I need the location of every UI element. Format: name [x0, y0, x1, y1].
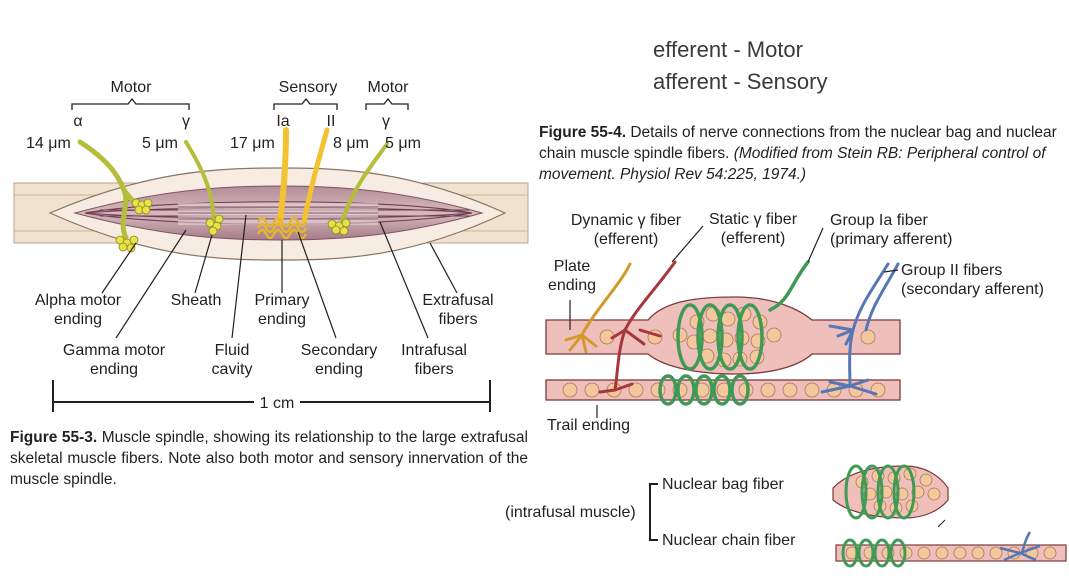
label-dynamic-gamma: Dynamic γ fiber (efferent) — [570, 212, 682, 248]
label-diameter-5a: 5 μm — [142, 135, 178, 152]
scale-bar-label: 1 cm — [259, 395, 295, 412]
muscle-spindle-shape — [48, 167, 507, 261]
caption-title: Figure 55-4. — [539, 124, 626, 141]
static-gamma-fiber — [598, 260, 677, 394]
label-plate-ending: Plate ending — [547, 258, 597, 294]
dynamic-gamma-fiber — [564, 262, 632, 354]
legend-intrafusal-label: (intrafusal muscle) — [505, 504, 636, 521]
callout-extrafusal-fibers: Extrafusal fibers — [422, 292, 494, 328]
figure-55-3-caption: Figure 55-3. Muscle spindle, showing its… — [10, 427, 528, 490]
callout-sheath: Sheath — [170, 292, 222, 309]
callout-alpha-motor-ending: Alpha motor ending — [34, 292, 122, 328]
label-sensory: Sensory — [278, 79, 338, 96]
gamma-motor-fiber-left — [184, 140, 216, 228]
gamma-motor-fiber-right — [340, 142, 389, 224]
nuclear-chain-fiber-shape — [545, 379, 901, 401]
note-efferent: efferent - Motor — [653, 37, 803, 62]
callout-secondary-ending: Secondary ending — [300, 342, 378, 378]
label-group-ii: Group II fibers (secondary afferent) — [901, 262, 1044, 298]
motor-brace-right — [365, 97, 409, 110]
caption-text: Muscle spindle, showing its relationship… — [10, 429, 528, 488]
label-gamma-left: γ — [182, 113, 190, 130]
legend-bracket — [649, 483, 658, 541]
label-gamma-right: γ — [382, 113, 390, 130]
legend-bag-label: Nuclear bag fiber — [662, 476, 784, 493]
label-diameter-14: 14 μm — [26, 135, 71, 152]
ii-sensory-fiber — [301, 127, 330, 225]
motor-brace-left — [71, 97, 190, 110]
group-ia-fiber — [658, 260, 810, 406]
callout-leaders — [101, 214, 458, 339]
label-trail-ending: Trail ending — [547, 417, 631, 434]
legend-chain-label: Nuclear chain fiber — [662, 532, 796, 549]
sensory-brace — [273, 97, 338, 110]
legend-chain-fiber-sample — [835, 531, 1067, 568]
label-diameter-17: 17 μm — [230, 135, 275, 152]
label-ia: Ia — [276, 113, 290, 130]
caption-source: (Modified from Stein RB: Peripheral cont… — [539, 145, 1046, 183]
primary-ending-coil — [256, 216, 308, 240]
label-alpha: α — [73, 113, 83, 130]
label-diameter-5b: 5 μm — [385, 135, 421, 152]
label-motor-left: Motor — [110, 79, 152, 96]
callout-gamma-motor-ending: Gamma motor ending — [62, 342, 166, 378]
note-afferent: afferent - Sensory — [653, 69, 828, 94]
callout-fluid-cavity: Fluid cavity — [211, 342, 253, 378]
label-group-ia: Group Ia fiber (primary afferent) — [830, 212, 953, 248]
callout-primary-ending: Primary ending — [254, 292, 310, 328]
fig4-leader-lines — [569, 225, 899, 418]
scale-bar — [52, 380, 491, 412]
caption-title: Figure 55-3. — [10, 429, 98, 446]
motor-endings — [115, 198, 351, 253]
ia-sensory-fiber — [277, 127, 289, 225]
callout-intrafusal-fibers: Intrafusal fibers — [401, 342, 467, 378]
label-ii: II — [326, 113, 336, 130]
label-static-gamma: Static γ fiber (efferent) — [708, 211, 798, 247]
label-diameter-8: 8 μm — [333, 135, 369, 152]
caption-text: Details of nerve connections from the nu… — [539, 124, 1057, 162]
legend-bag-fiber-sample — [832, 464, 949, 528]
figure-55-4-caption: Figure 55-4. Details of nerve connection… — [539, 122, 1057, 185]
label-motor-right: Motor — [367, 79, 409, 96]
